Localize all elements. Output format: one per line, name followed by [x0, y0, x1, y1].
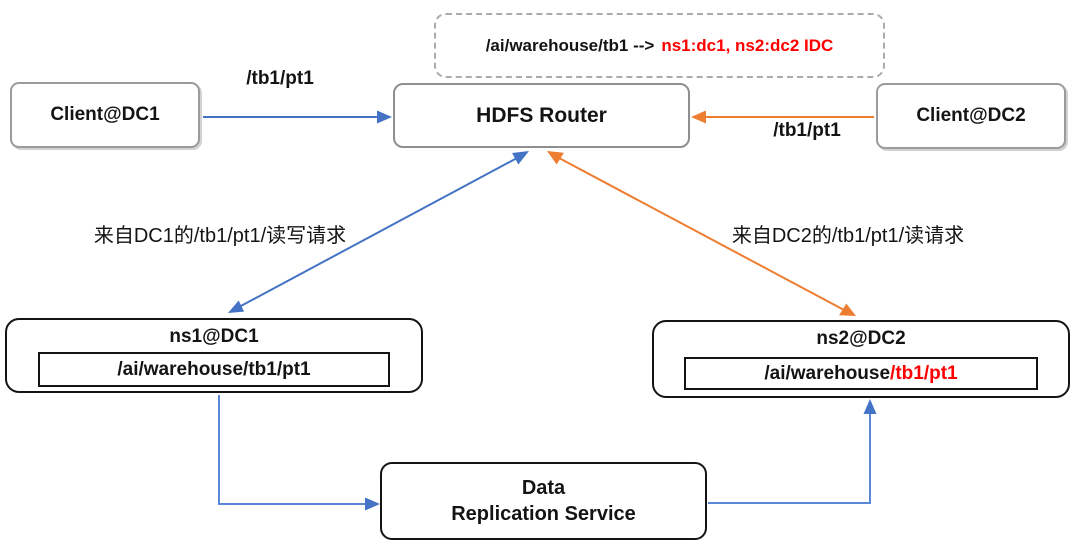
arrow-client1-to-router-icon	[203, 110, 392, 124]
arrow-client2-to-router-icon	[691, 110, 874, 124]
node-client-dc1: Client@DC1	[10, 82, 200, 148]
node-hdfs-router-label: HDFS Router	[476, 103, 607, 127]
edge-label-dc2-read-request: 来自DC2的/tb1/pt1/读请求	[731, 225, 965, 247]
node-ns2-dc2-path-box: /ai/warehouse/tb1/pt1	[684, 357, 1038, 390]
node-data-replication-service-line2: Replication Service	[451, 503, 636, 525]
node-ns1-dc1-path-box: /ai/warehouse/tb1/pt1	[38, 352, 390, 387]
arrow-router-ns1-icon	[228, 151, 529, 313]
mount-table-note-path: /ai/warehouse/tb1 -->	[485, 35, 655, 55]
edge-label-dc1-readwrite-request: 来自DC1的/tb1/pt1/读写请求	[93, 225, 347, 247]
node-hdfs-router: HDFS Router	[393, 83, 690, 148]
arrow-replication-to-ns2-icon	[708, 399, 877, 504]
mount-table-note: /ai/warehouse/tb1 --> ns1:dc1, ns2:dc2 I…	[434, 13, 885, 78]
node-ns2-dc2-title: ns2@DC2	[816, 328, 906, 349]
node-ns1-dc1-title: ns1@DC1	[169, 326, 259, 347]
node-data-replication-service-line1: Data	[521, 477, 566, 499]
mount-table-note-mapping: ns1:dc1, ns2:dc2 IDC	[661, 35, 834, 55]
node-client-dc2-label: Client@DC2	[916, 105, 1026, 126]
node-client-dc1-label: Client@DC1	[50, 104, 160, 125]
arrow-ns1-to-replication-icon	[218, 395, 380, 511]
arrow-router-ns2-icon	[547, 151, 856, 316]
node-ns1-dc1: ns1@DC1 /ai/warehouse/tb1/pt1	[5, 318, 423, 393]
node-ns2-dc2: ns2@DC2 /ai/warehouse/tb1/pt1	[652, 320, 1070, 398]
node-client-dc2: Client@DC2	[876, 83, 1066, 149]
node-ns2-dc2-path-black: /ai/warehouse	[764, 362, 891, 384]
edge-label-client1-path: /tb1/pt1	[246, 68, 314, 89]
node-data-replication-service: Data Replication Service	[380, 462, 707, 540]
edge-label-client2-path: /tb1/pt1	[773, 120, 841, 141]
node-ns2-dc2-path-red: /tb1/pt1	[890, 362, 958, 384]
node-ns1-dc1-path: /ai/warehouse/tb1/pt1	[117, 358, 311, 380]
